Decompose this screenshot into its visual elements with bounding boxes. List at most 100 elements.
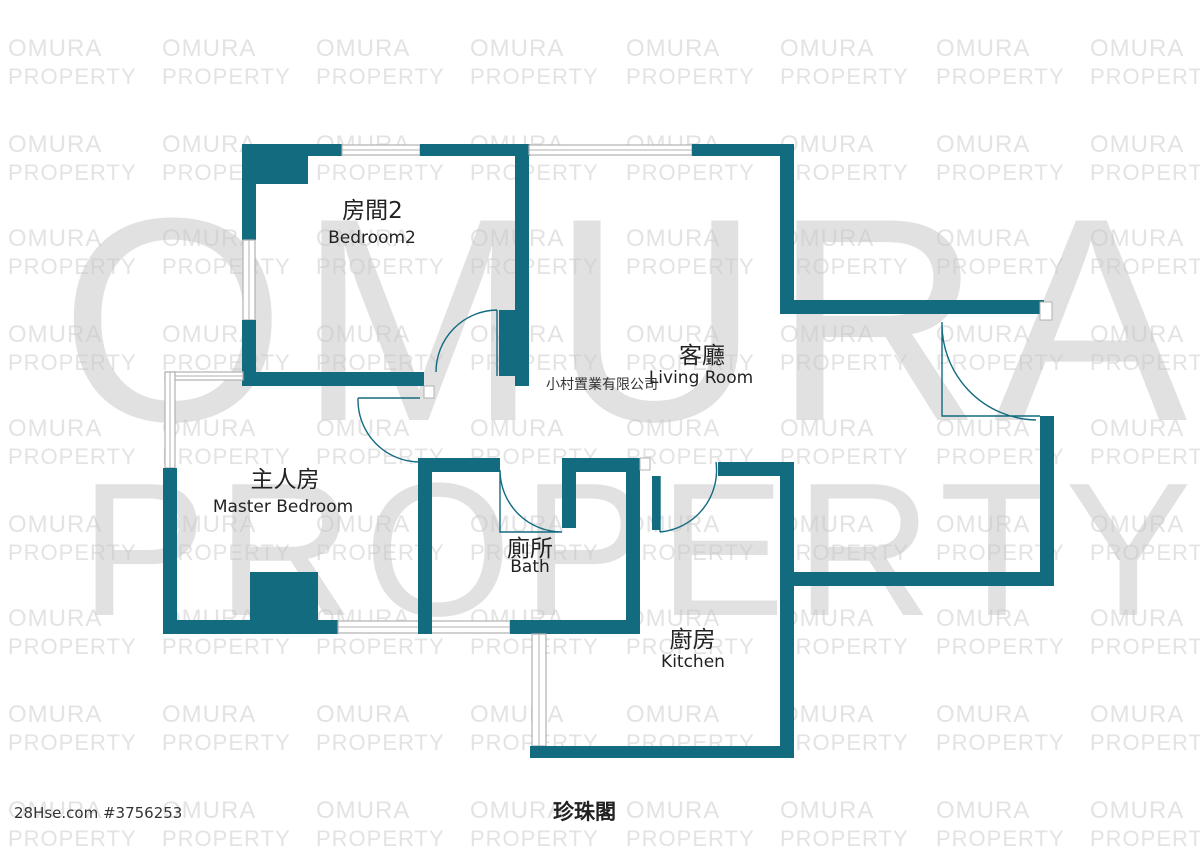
listing-id: 28Hse.com #3756253 <box>14 804 183 822</box>
master-column <box>250 572 318 620</box>
building-name: 珍珠閣 <box>553 800 616 824</box>
bedroom2-top-wall <box>242 144 342 156</box>
bath-label-zh: 廁所 <box>507 536 553 562</box>
company-note: 小村置業有限公司 <box>546 377 658 393</box>
entry-jamb <box>1039 301 1053 321</box>
bath-top-wall <box>562 458 640 472</box>
kitchen-label-zh: 廚房 <box>669 627 716 653</box>
bedroom2-bottom-wall <box>242 372 424 386</box>
master-door-swing <box>357 397 421 463</box>
master-right-wall <box>418 458 432 634</box>
bath-right-wall <box>626 458 640 634</box>
living-right-upper-wall <box>780 144 794 314</box>
bath-inner-wall <box>562 458 576 528</box>
kitchen-door-stub <box>652 476 660 530</box>
bedroom2-left-wall <box>242 320 256 386</box>
bedroom2-right-wall <box>515 144 529 386</box>
kitchen-right-wall <box>780 462 794 758</box>
bath-bottom-wall <box>510 620 640 634</box>
bath-top-wall <box>418 458 500 472</box>
master-bottom-wall <box>163 620 338 634</box>
bedroom2-top-wall <box>420 144 530 156</box>
bath-door-swing <box>499 469 563 533</box>
kitchen-label-en: Kitchen <box>661 652 725 672</box>
bedroom2-column <box>256 156 308 184</box>
bath-label-en: Bath <box>510 557 550 577</box>
master-left-wall <box>163 468 177 634</box>
kitchen-door-swing <box>659 461 718 533</box>
living-room-label-zh: 客廳 <box>679 343 725 369</box>
living-top-wall <box>692 144 794 156</box>
bedroom2-label-zh: 房間2 <box>342 198 403 224</box>
bedroom2-left-wall <box>242 144 256 240</box>
living-bottom-wall <box>794 572 1054 586</box>
master-bedroom-label-en: Master Bedroom <box>212 497 354 517</box>
living-notch-wall <box>780 300 1044 314</box>
bedroom2-wall-stub <box>499 310 515 376</box>
master-bedroom-label-zh: 主人房 <box>250 467 320 493</box>
bedroom2-label-en: Bedroom2 <box>328 228 416 248</box>
door-jamb <box>423 385 435 399</box>
entrance-right-wall <box>1040 416 1054 586</box>
bedroom2-door-swing <box>435 309 498 376</box>
entrance-door-swing <box>941 321 1040 421</box>
kitchen-top-wall <box>718 462 794 476</box>
door-jamb <box>639 457 651 471</box>
